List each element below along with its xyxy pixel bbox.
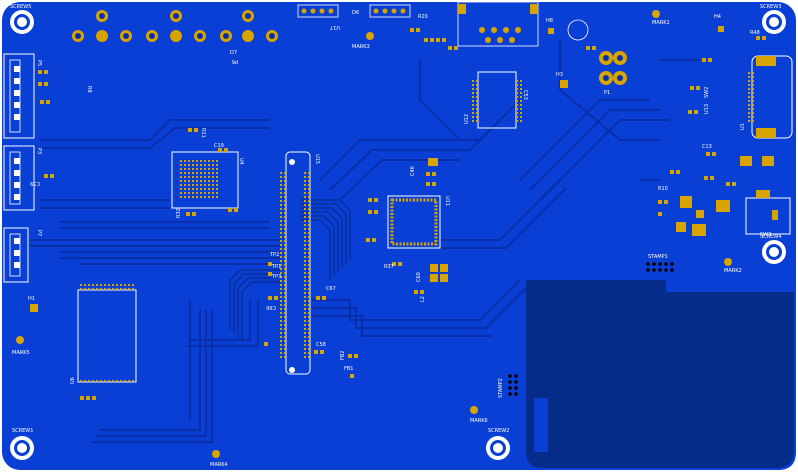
label-mark1: MARK1 (652, 20, 670, 26)
side-connector-low (3, 227, 29, 283)
side-connector-top (3, 53, 35, 139)
label-h3: H3 (556, 72, 563, 78)
label-u17: U17 (330, 24, 340, 30)
label-r48: R48 (750, 30, 760, 36)
label-r32: R32 (176, 208, 182, 218)
label-h1: H1 (28, 296, 35, 302)
label-c60: C60 (416, 272, 422, 282)
bga-chip-u4 (171, 151, 239, 209)
ground-plane (526, 280, 794, 468)
label-mark2: MARK2 (724, 268, 742, 274)
label-mark6: MARK6 (470, 418, 488, 424)
screw-hole-5 (10, 10, 34, 34)
label-p7: P7 (36, 230, 42, 236)
sop-chip-u12 (472, 71, 522, 129)
label-c67: C67 (326, 286, 336, 292)
pin-header-d6 (297, 4, 339, 18)
label-tp2: TP2 (269, 252, 279, 258)
label-sw3: SW3 (760, 232, 771, 238)
label-u1: U1 (740, 123, 746, 130)
label-c39: C39 (30, 180, 40, 186)
label-stamp1: STAMP1 (648, 254, 668, 260)
header-connector-p6[interactable] (146, 10, 206, 42)
label-screw5: SCREW5 (10, 4, 31, 10)
label-r8: R8 (86, 86, 92, 93)
label-tp3: TP3 (271, 274, 281, 280)
label-h8: H8 (546, 18, 553, 24)
label-r11: R11 (200, 128, 206, 138)
label-p5: P5 (36, 60, 42, 66)
trace-bus (229, 199, 351, 342)
label-d7: D7 (230, 50, 237, 56)
fiducial-marks (16, 10, 732, 458)
label-fb1: FB1 (344, 366, 354, 372)
pin-header-r20 (369, 4, 411, 18)
label-u12: U12 (464, 114, 470, 124)
screw-hole-1 (10, 436, 34, 460)
label-tp1: TP1 (271, 264, 281, 270)
label-mark4: MARK4 (210, 462, 228, 468)
side-connector-mid (3, 145, 35, 211)
label-u13: U13 (704, 104, 710, 114)
stamp-holes-1 (646, 262, 674, 272)
label-screw3: SCREW3 (760, 4, 781, 10)
card-slot-u1 (746, 55, 793, 139)
label-screw4: SCREW4 (760, 234, 781, 240)
label-mark5: MARK5 (12, 350, 30, 356)
label-l2: L2 (420, 296, 426, 302)
memory-chip-u6 (77, 284, 137, 384)
sw-connector (745, 190, 791, 235)
label-screw2: SCREW2 (488, 428, 509, 434)
label-fb2: FB2 (340, 351, 346, 361)
qfp-chip-u11 (387, 195, 441, 249)
rj45-connector (457, 1, 539, 47)
label-h4: H4 (714, 14, 721, 20)
screw-hole-4 (762, 240, 786, 264)
label-sw2: SW2 (704, 87, 710, 98)
board-connector-u15 (280, 151, 311, 375)
label-screw1: SCREW1 (12, 428, 33, 434)
label-r10: R10 (658, 186, 668, 192)
silkscreen-labels: SCREW5 SCREW3 SCREW4 SCREW1 SCREW2 MARK1… (10, 4, 781, 468)
label-c58: C58 (316, 342, 326, 348)
label-u11: U11 (444, 196, 450, 206)
label-r37: R37 (384, 264, 394, 270)
screw-hole-3 (762, 10, 786, 34)
label-mark3: MARK3 (352, 44, 370, 50)
header-connector-p5[interactable] (72, 10, 132, 42)
label-u15: U15 (314, 154, 320, 164)
header-connector-p7[interactable] (220, 10, 278, 42)
label-u6: U6 (70, 377, 76, 384)
label-stamp2: STAMP2 (498, 378, 504, 398)
label-u4: U4 (238, 158, 244, 165)
label-c66: C66 (266, 304, 276, 310)
label-r20: R20 (418, 14, 428, 20)
label-p6: P6 (232, 58, 238, 64)
barrel-jack (567, 19, 627, 85)
label-c46: C46 (410, 166, 416, 176)
label-p3: P3 (36, 148, 42, 154)
stamp-holes-2 (508, 374, 518, 396)
screw-hole-2 (486, 436, 510, 460)
label-c19: C19 (214, 143, 224, 149)
label-d6: D6 (352, 10, 359, 16)
smd-components (30, 26, 774, 400)
label-c13: C13 (702, 144, 712, 150)
label-c53: C53 (522, 90, 528, 100)
label-p1: P1 (604, 90, 610, 96)
